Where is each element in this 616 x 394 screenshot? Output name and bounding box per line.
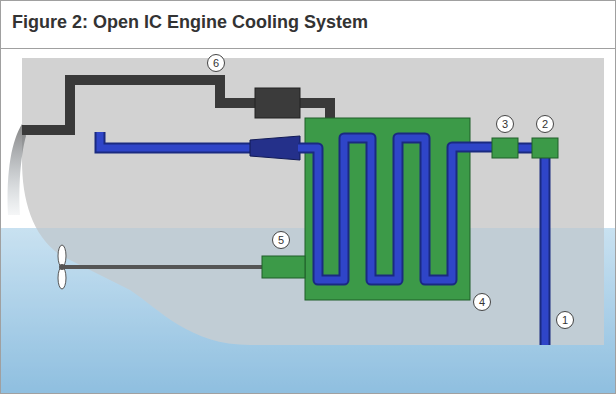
outlet-pipe [100, 132, 250, 148]
callout-number: 2 [536, 115, 554, 133]
intake-pipe [518, 148, 545, 345]
callout-number: 4 [473, 293, 491, 311]
exhaust-pipe [22, 80, 256, 130]
outlet-pipe-outline [100, 132, 250, 148]
pump-box [532, 138, 558, 158]
propeller-blade [58, 267, 66, 289]
water-injector [250, 136, 300, 160]
cooling-channel [298, 138, 492, 280]
figure-title: Figure 2: Open IC Engine Cooling System [12, 12, 368, 33]
intake-pipe-outline [518, 148, 545, 345]
callout-number: 6 [207, 54, 225, 72]
cooling-channel-outline [298, 138, 492, 280]
propeller-blade [58, 245, 66, 267]
title-rule [1, 48, 616, 49]
callout-number: 5 [272, 231, 290, 249]
exhaust-box [255, 88, 300, 118]
exhaust-manifold [298, 103, 330, 118]
propeller-hub [59, 264, 65, 270]
exhaust-spray [8, 124, 26, 215]
propeller-shaft [62, 265, 262, 269]
gearbox [262, 256, 305, 278]
callout-number: 3 [496, 115, 514, 133]
callout-number: 1 [556, 311, 574, 329]
thermostat-box [492, 138, 518, 158]
engine-block [305, 118, 470, 300]
